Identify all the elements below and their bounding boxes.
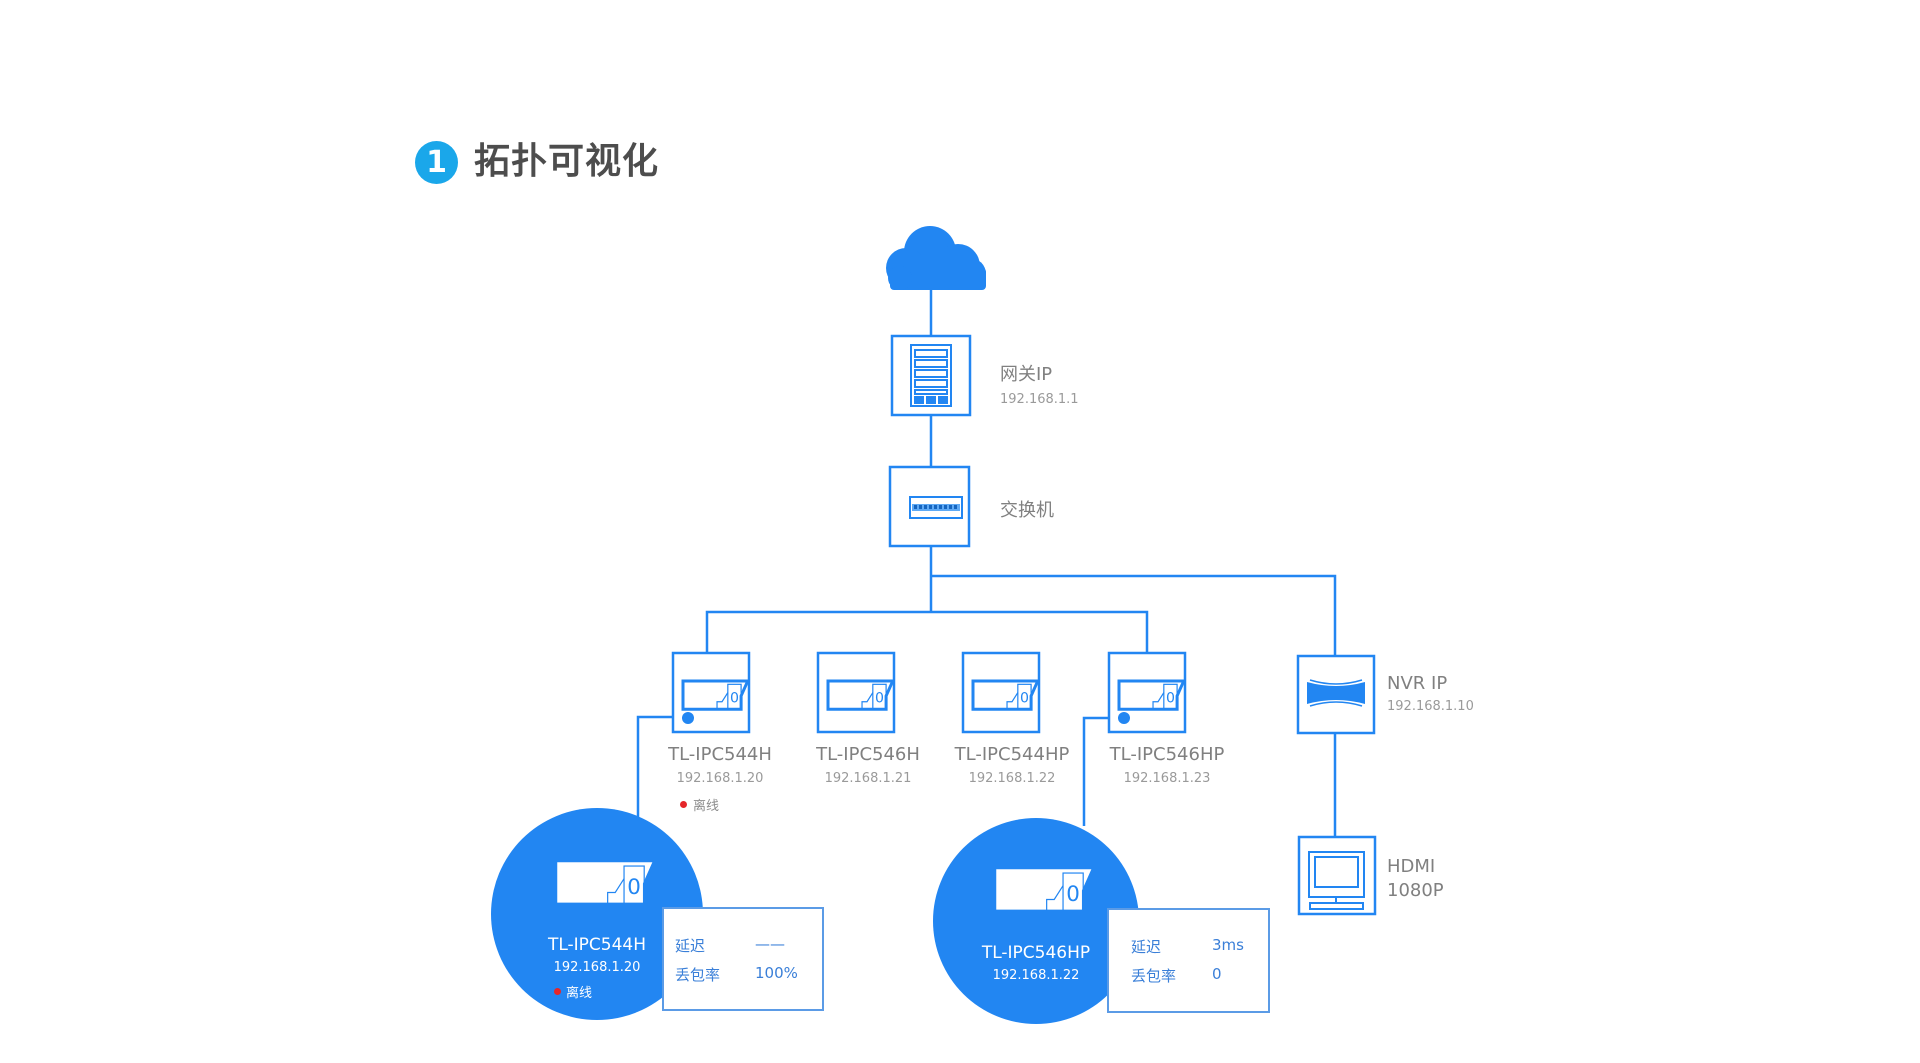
display-line1: HDMI (1387, 856, 1436, 877)
camera-node-2[interactable]: 0 (816, 651, 896, 734)
camera-icon: 0 (681, 679, 751, 711)
gateway-ip: 192.168.1.1 (1000, 392, 1079, 407)
camera-1-name: TL-IPC544H (668, 744, 772, 765)
detail-1-ip: 192.168.1.20 (553, 960, 641, 975)
display-node[interactable] (1297, 835, 1377, 916)
link-port-dot (1118, 712, 1130, 724)
camera-3-name: TL-IPC544HP (954, 744, 1070, 765)
svg-text:0: 0 (875, 691, 884, 707)
camera-1-status: 离线 (680, 795, 719, 814)
detail-1-status: 离线 (554, 982, 592, 1001)
gateway-node[interactable] (890, 334, 972, 417)
detail-1-status-text: 离线 (566, 986, 593, 1001)
camera-icon: 0 (826, 679, 896, 711)
switch-node[interactable] (888, 465, 971, 548)
nvr-ip: 192.168.1.10 (1387, 699, 1474, 714)
detail-1-loss-value: 100% (755, 964, 798, 982)
detail-1-name: TL-IPC544H (547, 935, 647, 955)
page-title: 拓扑可视化 (474, 141, 660, 182)
camera-1-status-text: 离线 (693, 799, 720, 814)
camera-icon: 0 (1117, 679, 1187, 711)
camera-3-ip: 192.168.1.22 (968, 771, 1056, 786)
detail-2-latency-label: 延迟 (1131, 938, 1162, 956)
detail-2-metrics-box: 延迟 3ms 丢包率 0 (1107, 908, 1270, 1013)
camera-icon: 0 (971, 679, 1041, 711)
gateway-label: 网关IP (1000, 364, 1053, 385)
camera-4-name: TL-IPC546HP (1109, 744, 1225, 765)
display-line2: 1080P (1387, 880, 1444, 901)
detail-1-camera: 0 (554, 859, 657, 906)
nvr-icon (1307, 679, 1365, 707)
camera-1-ip: 192.168.1.20 (676, 771, 764, 786)
link-camera1-detail (636, 715, 688, 822)
detail-2-latency-value: 3ms (1212, 936, 1244, 954)
camera-2-name: TL-IPC546H (816, 744, 920, 765)
detail-2-camera: 0 (993, 866, 1096, 913)
camera-2-ip: 192.168.1.21 (824, 771, 912, 786)
offline-dot-icon (554, 988, 561, 995)
detail-1-metrics-box: 延迟 —— 丢包率 100% (662, 907, 824, 1011)
monitor-icon (1308, 851, 1365, 910)
camera-4-ip: 192.168.1.23 (1123, 771, 1211, 786)
detail-2-loss-value: 0 (1212, 965, 1222, 983)
detail-1-latency-value: —— (755, 935, 785, 953)
switch-icon (909, 496, 963, 519)
detail-2-loss-label: 丢包率 (1131, 967, 1177, 985)
cloud-icon (886, 226, 986, 290)
detail-2-ip: 192.168.1.22 (992, 968, 1080, 983)
svg-text:0: 0 (627, 875, 641, 900)
camera-icon: 0 (554, 859, 657, 906)
server-rack-icon (910, 344, 952, 407)
camera-node-3[interactable]: 0 (961, 651, 1041, 734)
offline-dot-icon (680, 801, 687, 808)
link-switch-nvr (931, 574, 1337, 656)
switch-label: 交换机 (1000, 500, 1054, 521)
svg-text:0: 0 (1166, 691, 1175, 707)
camera-icon: 0 (993, 866, 1096, 913)
svg-text:0: 0 (1020, 691, 1029, 707)
camera-node-4[interactable]: 0 (1107, 651, 1187, 734)
camera-node-1[interactable]: 0 (671, 651, 751, 734)
link-port-dot (682, 712, 694, 724)
link-camera-bus (705, 610, 1149, 653)
nvr-node[interactable] (1296, 654, 1376, 735)
detail-1-loss-label: 丢包率 (675, 966, 721, 984)
svg-text:0: 0 (1066, 882, 1080, 907)
nvr-label: NVR IP (1387, 673, 1448, 694)
detail-2-name: TL-IPC546HP (981, 943, 1091, 963)
svg-text:0: 0 (730, 691, 739, 707)
step-number-badge: 1 (415, 141, 458, 184)
detail-1-latency-label: 延迟 (675, 937, 706, 955)
